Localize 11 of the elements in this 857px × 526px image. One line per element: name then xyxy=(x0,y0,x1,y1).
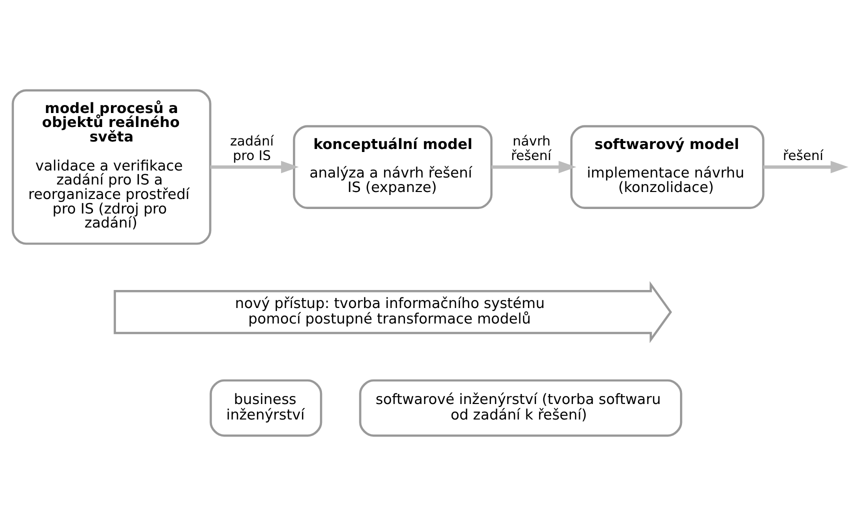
node-box: business inženýrství xyxy=(210,379,322,437)
arrow xyxy=(763,160,848,174)
node-box: konceptuální model analýza a návrh řešení IS (expanze) xyxy=(292,125,493,209)
arrow xyxy=(491,160,576,174)
edge-label: návrh řešení xyxy=(511,134,552,164)
node-box: model procesů a objektů reálného světa validace a verifikace zadání pro IS a reorganizace prostředí pro IS (zdroj pro zadání) xyxy=(12,89,212,245)
node-box: softwarové inženýrství (tvorba softwaru od zadání k řešení) xyxy=(359,379,682,437)
edge-label: zadání pro IS xyxy=(230,134,274,164)
node-box: softwarový model implementace návrhu (konzolidace) xyxy=(570,125,764,209)
edge-label: řešení xyxy=(782,149,824,164)
arrow xyxy=(210,160,299,174)
